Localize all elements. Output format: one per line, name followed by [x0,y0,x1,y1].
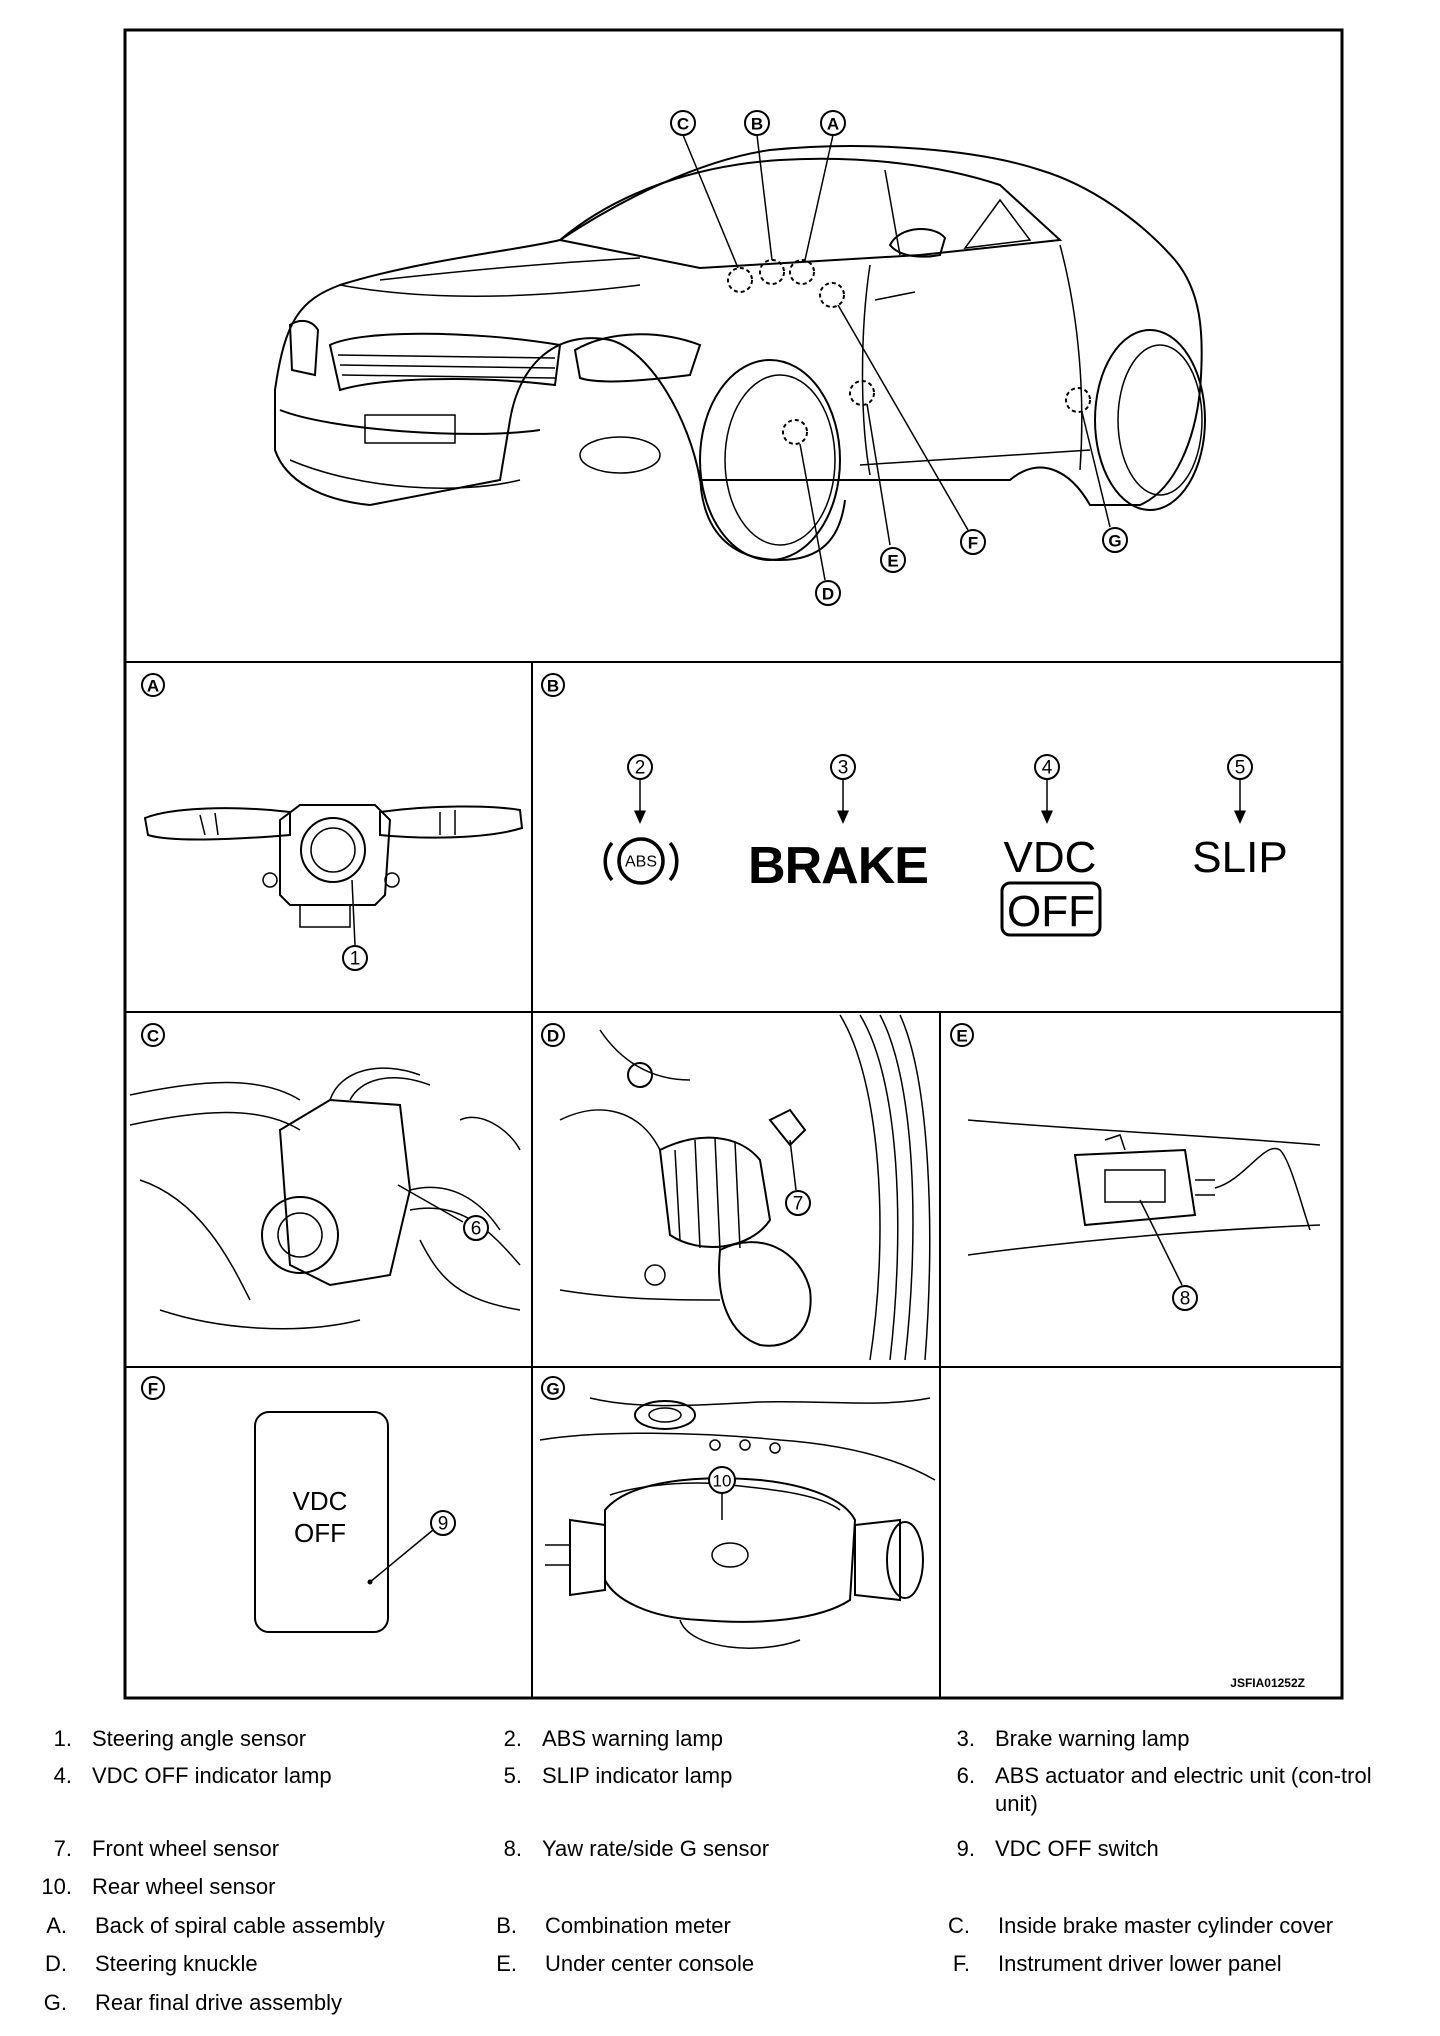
vdc-indicator-text: VDC [1004,833,1097,882]
slip-indicator-text: SLIP [1192,833,1287,882]
overview-leader-lines [682,134,1111,581]
panel-G: G 10 [539,1376,936,1649]
svg-text:A: A [827,115,839,134]
off-indicator-box [1000,881,1102,937]
legend-item-8: 8. Yaw rate/side G sensor [503,1836,770,1861]
svg-text:B: B [751,115,763,134]
legend-item-D: D. Steering knuckle [45,1951,258,1976]
callout-F: F [960,529,986,555]
callout-A: A [820,110,846,136]
svg-text:ABS: ABS [625,854,657,871]
svg-text:D: D [822,585,834,604]
legend: 1. Steering angle sensor 2. ABS warning … [0,1725,1440,2025]
figure-frame [123,28,1344,1700]
panel-D: D 7 [541,1014,931,1361]
legend-item-2: 2. ABS warning lamp [503,1726,723,1751]
legend-item-7: 7. Front wheel sensor [53,1836,280,1861]
svg-text:9: 9 [438,1514,449,1535]
callout-B: B [744,110,770,136]
svg-text:10: 10 [713,1472,732,1491]
legend-item-4: 4. VDC OFF indicator lamp [53,1763,332,1788]
brake-warning-text: BRAKE [748,837,928,895]
callout-C: C [670,110,696,136]
svg-text:G: G [546,1380,559,1399]
legend-item-E: E. Under center console [496,1951,755,1976]
svg-text:6: 6 [471,1219,482,1240]
legend-item-9: 9. VDC OFF switch [956,1836,1159,1861]
panel-A: A 1 [141,673,524,971]
svg-text:E: E [887,552,898,571]
car-illustration [274,145,1206,562]
component-location-figure: .ln { fill: none; stroke: #000; stroke-w… [123,28,1344,1700]
legend-item-G: G. Rear final drive assembly [43,1990,342,2015]
svg-text:G: G [1108,532,1121,551]
svg-text:7: 7 [793,1194,804,1215]
svg-text:2: 2 [635,758,646,779]
legend-item-3: 3. Brake warning lamp [956,1726,1190,1751]
panel-B: B 2 3 4 5 ABS BRAKE VDC OFF SLIP [541,673,1288,937]
yaw-rate-sensor-drawing [967,1119,1321,1256]
svg-text:A: A [147,677,159,696]
steering-knuckle-drawing [559,1014,931,1361]
vdc-off-switch [254,1411,389,1633]
svg-text:C: C [677,115,689,134]
legend-item-A: A. Back of spiral cable assembly [46,1913,385,1938]
legend-item-F: F. Instrument driver lower panel [952,1951,1282,1976]
svg-text:5: 5 [1235,758,1246,779]
callout-E: E [880,547,906,573]
legend-item-C: C. Inside brake master cylinder cover [948,1913,1334,1938]
sensor-locations [727,259,1091,445]
panel-grid [125,661,1342,1698]
svg-text:1: 1 [350,949,361,970]
panel-E: E 8 [950,1023,1321,1311]
off-indicator-text: OFF [1007,887,1095,936]
panel-C: C 6 [129,1023,521,1330]
svg-text:F: F [968,534,978,553]
svg-text:F: F [148,1380,158,1399]
legend-item-1: 1. Steering angle sensor [53,1726,307,1751]
svg-text:OFF: OFF [294,1518,346,1548]
legend-item-6: 6. ABS actuator and electric unit (con-t… [956,1763,1372,1816]
callout-G: G [1102,527,1128,553]
panel-F: F VDC OFF 9 [141,1376,456,1633]
legend-item-5: 5. SLIP indicator lamp [503,1763,733,1788]
rear-final-drive-drawing [539,1397,936,1649]
svg-text:B: B [547,677,559,696]
svg-text:4: 4 [1042,758,1053,779]
spiral-cable-drawing [143,804,524,928]
callout-D: D [815,580,841,606]
abs-actuator-drawing [129,1067,521,1330]
abs-warning-symbol: ABS [603,837,679,885]
figure-code: JSFIA01252Z [1230,1676,1305,1690]
svg-text:8: 8 [1180,1289,1191,1310]
svg-text:3: 3 [838,758,849,779]
legend-item-10: 10. Rear wheel sensor [41,1874,276,1899]
svg-text:C: C [147,1027,159,1046]
legend-item-B: B. Combination meter [496,1913,731,1938]
svg-text:D: D [547,1027,559,1046]
svg-text:VDC: VDC [293,1486,348,1516]
svg-text:E: E [956,1027,967,1046]
